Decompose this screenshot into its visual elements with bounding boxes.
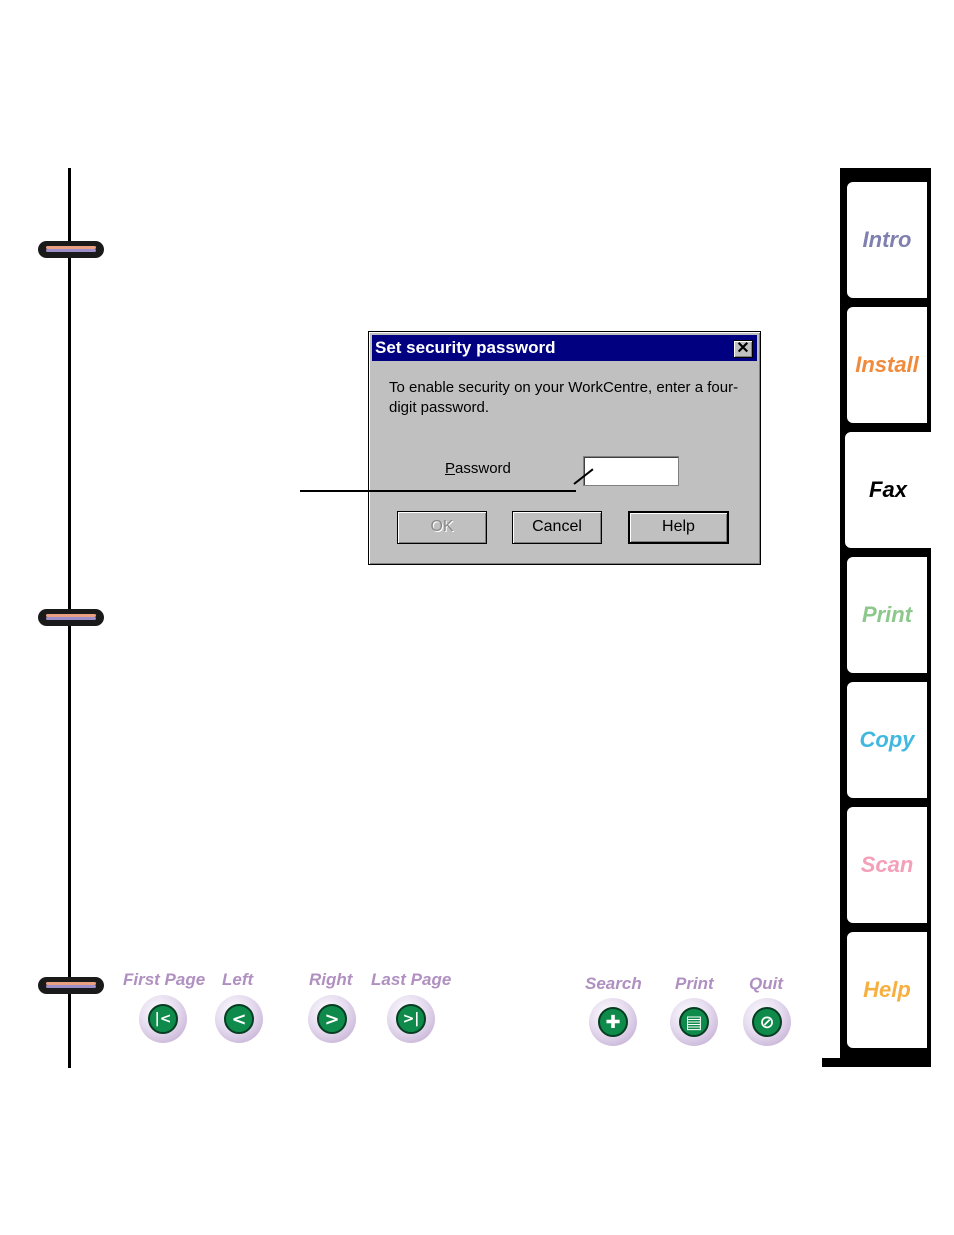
- tab-scan[interactable]: Scan: [845, 805, 929, 925]
- password-label: Password: [445, 460, 511, 477]
- quit-icon: ⊘: [752, 1007, 782, 1037]
- tab-help-label: Help: [863, 977, 911, 1003]
- right-label: Right: [309, 970, 352, 990]
- print-button[interactable]: ▤: [670, 998, 718, 1046]
- first-page-button[interactable]: |<: [139, 995, 187, 1043]
- search-button[interactable]: ✚: [589, 998, 637, 1046]
- password-label-accelerator: P: [445, 460, 455, 477]
- dialog-message: To enable security on your WorkCentre, e…: [389, 378, 749, 418]
- first-page-icon: |<: [148, 1004, 178, 1034]
- tab-intro[interactable]: Intro: [845, 180, 929, 300]
- tab-print[interactable]: Print: [845, 555, 929, 675]
- search-icon: ✚: [598, 1007, 628, 1037]
- tab-copy-label: Copy: [860, 727, 915, 753]
- left-button[interactable]: <: [215, 995, 263, 1043]
- tab-fax[interactable]: Fax: [843, 430, 931, 550]
- print-icon: ▤: [679, 1007, 709, 1037]
- print-label: Print: [675, 974, 714, 994]
- close-icon: ✕: [736, 340, 749, 357]
- binder-ring-middle: [38, 609, 104, 626]
- binder-ring-top: [38, 241, 104, 258]
- last-page-icon: >|: [396, 1004, 426, 1034]
- tab-scan-label: Scan: [861, 852, 914, 878]
- tab-help[interactable]: Help: [845, 930, 929, 1050]
- search-label: Search: [585, 974, 642, 994]
- last-page-label: Last Page: [371, 970, 451, 990]
- first-page-label: First Page: [123, 970, 205, 990]
- tab-fax-label: Fax: [869, 477, 907, 503]
- binder-ring-bottom: [38, 977, 104, 994]
- tab-install[interactable]: Install: [845, 305, 929, 425]
- help-button[interactable]: Help: [628, 511, 729, 544]
- cancel-button[interactable]: Cancel: [512, 511, 602, 544]
- right-button[interactable]: >: [308, 995, 356, 1043]
- tab-strip-bottom: [822, 1058, 931, 1067]
- tab-print-label: Print: [862, 602, 912, 628]
- password-label-rest: assword: [455, 460, 511, 477]
- quit-label: Quit: [749, 974, 783, 994]
- right-arrow-icon: >: [317, 1004, 347, 1034]
- dialog-title: Set security password: [375, 338, 555, 357]
- dialog-titlebar: Set security password ✕: [372, 335, 757, 361]
- left-label: Left: [222, 970, 253, 990]
- tab-install-label: Install: [855, 352, 919, 378]
- callout-line: [300, 490, 576, 492]
- tab-intro-label: Intro: [863, 227, 912, 253]
- last-page-button[interactable]: >|: [387, 995, 435, 1043]
- left-arrow-icon: <: [224, 1004, 254, 1034]
- quit-button[interactable]: ⊘: [743, 998, 791, 1046]
- set-security-password-dialog: Set security password ✕ To enable securi…: [368, 331, 761, 565]
- password-input[interactable]: [583, 456, 679, 486]
- ok-button[interactable]: OK: [397, 511, 487, 544]
- close-button[interactable]: ✕: [733, 340, 753, 358]
- tab-copy[interactable]: Copy: [845, 680, 929, 800]
